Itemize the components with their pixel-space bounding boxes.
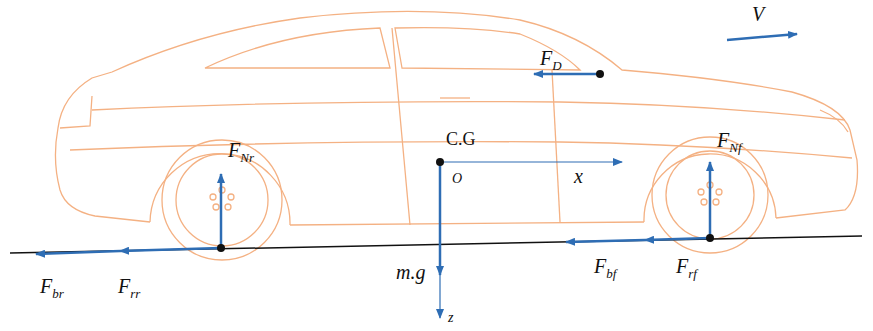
point bbox=[217, 244, 225, 252]
force-label: x bbox=[574, 166, 583, 186]
force-arrows bbox=[36, 34, 797, 275]
force-label: Frf bbox=[676, 256, 697, 276]
axes bbox=[440, 162, 622, 318]
force-label: Frr bbox=[118, 276, 140, 296]
force-label: O bbox=[452, 172, 462, 186]
car-outline bbox=[55, 11, 857, 260]
point bbox=[596, 70, 604, 78]
point bbox=[706, 234, 714, 242]
force-label: FD bbox=[540, 48, 562, 68]
force-label: FNf bbox=[717, 130, 742, 150]
force-label: m.g bbox=[396, 262, 425, 282]
ground-line bbox=[10, 236, 862, 253]
force-label: FNr bbox=[228, 140, 254, 160]
force-label: z bbox=[448, 311, 453, 325]
force-label: Fbf bbox=[594, 256, 616, 276]
force-label: V bbox=[752, 4, 764, 24]
force-label: C.G bbox=[446, 130, 476, 148]
point bbox=[436, 158, 444, 166]
force-label: Fbr bbox=[40, 276, 64, 296]
